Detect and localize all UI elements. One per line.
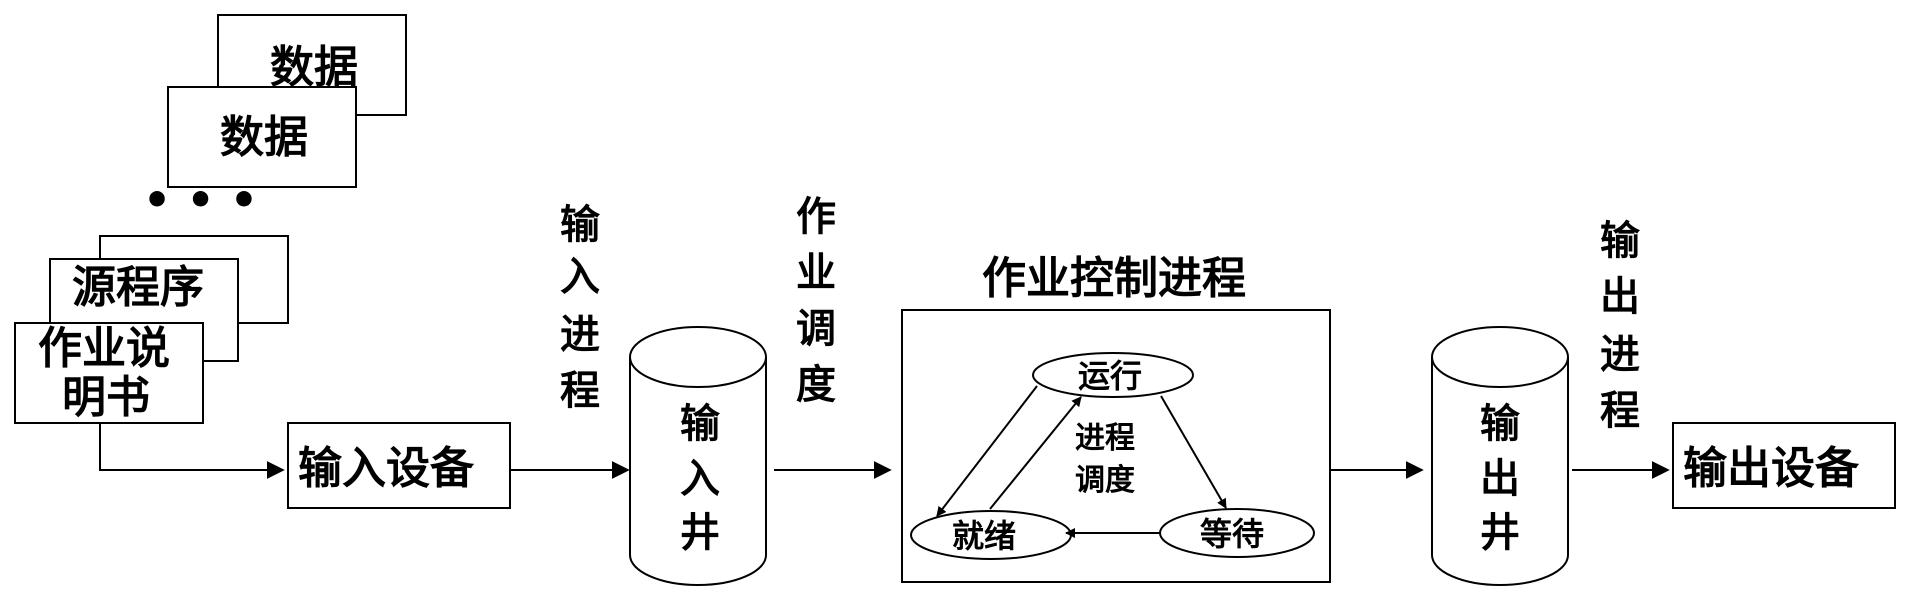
state-ready-label: 就绪 [952,517,1016,555]
input-process-label: 输 入 进 程 [560,201,601,414]
job-control-box: 运行 就绪 等待 进程 调度 [901,309,1331,583]
process-scheduling-line2: 调度 [1075,463,1135,498]
output-well-char-3: 井 [1480,509,1520,556]
job-description-card: 作业说 明书 [14,322,204,424]
data-card-back-label: 数据 [270,42,358,93]
data-card-front-label: 数据 [220,112,308,163]
input-well-char-2: 入 [680,455,720,502]
state-waiting-label: 等待 [1200,515,1264,553]
data-card-front: 数据 [167,86,357,188]
process-scheduling-line1: 进程 [1075,421,1135,456]
job-description-line2: 明书 [62,372,150,423]
output-device-box: 输出设备 [1672,422,1896,509]
input-well-char-3: 井 [680,509,720,556]
job-scheduling-char-4: 度 [796,361,836,408]
input-well-char-1: 输 [680,400,721,447]
output-well-cylinder: 输 出 井 [1431,326,1569,586]
input-process-char-1: 输 [560,201,601,248]
output-device-label: 输出设备 [1683,443,1860,494]
ready-to-running-arrow [989,396,1082,510]
output-process-char-4: 程 [1600,387,1640,434]
input-device-box: 输入设备 [287,422,511,509]
output-process-char-1: 输 [1600,217,1641,264]
running-to-waiting-arrow [1160,395,1227,509]
input-device-label: 输入设备 [298,443,475,494]
state-running [1032,352,1194,398]
source-program-card: 源程序 [49,258,239,362]
output-process-char-2: 出 [1600,273,1640,320]
job-scheduling-label: 作 业 调 度 [796,193,836,408]
job-control-title: 作业控制进程 [982,253,1246,304]
output-process-label: 输 出 进 程 [1600,217,1641,434]
input-process-char-2: 入 [560,253,600,300]
input-process-char-3: 进 [560,311,600,358]
job-description-line1: 作业说 [38,323,170,374]
job-scheduling-char-2: 业 [796,249,836,296]
output-well-char-2: 出 [1480,455,1520,502]
job-scheduling-char-1: 作 [796,193,836,240]
input-well-cylinder: 输 入 井 [629,326,767,586]
job-to-input-arrow [99,423,285,479]
output-well-char-1: 输 [1480,400,1521,447]
state-running-label: 运行 [1078,357,1142,395]
ellipsis-dots: • • • [143,175,258,226]
job-scheduling-char-3: 调 [796,305,836,352]
input-process-char-4: 程 [560,367,600,414]
output-process-char-3: 进 [1600,331,1640,378]
running-to-ready-arrow [936,385,1038,517]
source-program-label: 源程序 [72,262,204,313]
